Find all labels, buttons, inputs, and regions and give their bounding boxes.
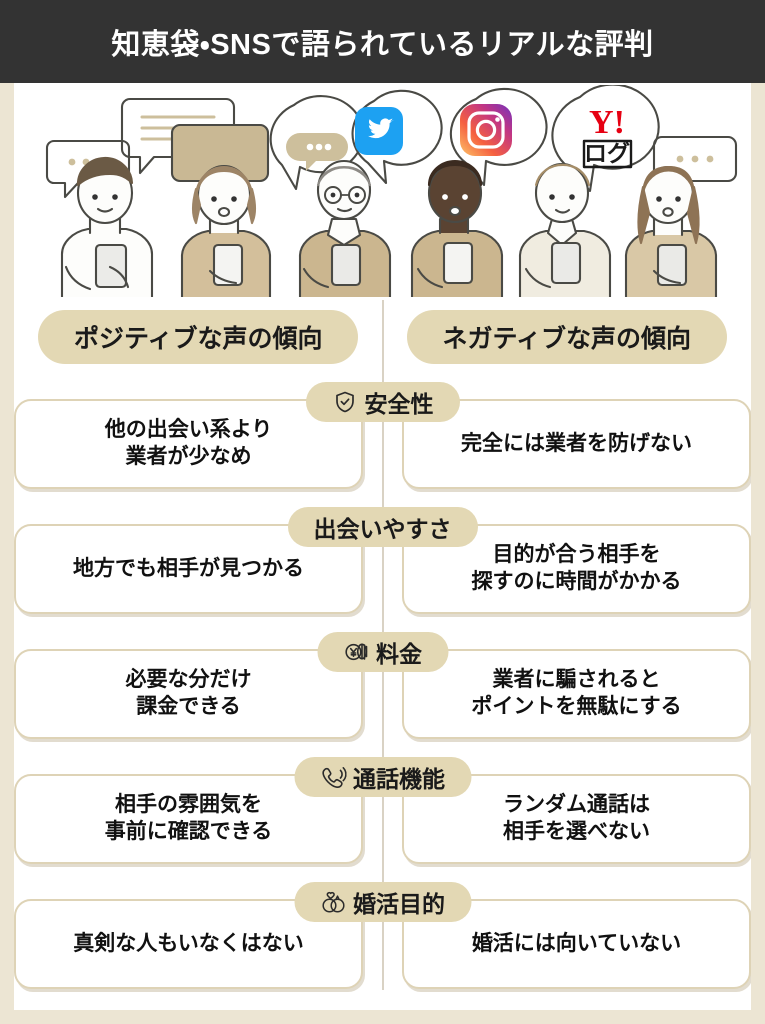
negative-card-text: 業者に騙されると ポイントを無駄にする [471, 668, 682, 718]
positive-column-label: ポジティブな声の傾向 [73, 325, 323, 353]
section-cards: 必要な分だけ 課金できる 業者に騙されると ポイントを無駄にする [14, 649, 751, 739]
frame-bottom [0, 1010, 765, 1024]
phone-call-icon [320, 764, 346, 790]
negative-card-text: ランダム通話は 相手を選べない [503, 793, 650, 843]
frame-right [751, 83, 765, 1024]
person-3 [298, 159, 392, 297]
section-call-feature: 通話機能 相手の雰囲気を 事前に確認できる ランダム通話は 相手を選べない [14, 757, 751, 882]
yahoo-bubble [551, 85, 660, 193]
person-4 [410, 159, 504, 297]
wedding-rings-icon [320, 889, 346, 915]
category-pill-call-feature: 通話機能 [294, 757, 471, 797]
twitter-icon [355, 107, 403, 155]
negative-column-label: ネガティブな声の傾向 [442, 325, 691, 353]
category-label: 出会いやすさ [313, 516, 452, 542]
section-ease-of-meeting: 出会いやすさ 地方でも相手が見つかる 目的が合う相手を 探すのに時間がかかる [14, 507, 751, 632]
yahoo-log-icon: Y! ログ [582, 104, 633, 169]
negative-card: 完全には業者を防げない [402, 399, 751, 489]
hero-illustration: Y! ログ [14, 85, 751, 297]
svg-text:ログ: ログ [584, 140, 630, 166]
person-2 [180, 164, 272, 297]
negative-card-text: 完全には業者を防げない [461, 431, 692, 455]
column-headers: ポジティブな声の傾向 ネガティブな声の傾向 [14, 306, 751, 368]
positive-card-text: 相手の雰囲気を 事前に確認できる [104, 793, 273, 843]
page-title: 知恵袋・SNSで語られているリアルな評判 [111, 28, 654, 61]
category-label: 婚活目的 [353, 891, 445, 917]
positive-pill: ポジティブな声の傾向 [38, 310, 359, 364]
person-5 [518, 162, 612, 297]
positive-card-text: 他の出会い系より 業者が少なめ [104, 418, 273, 468]
section-safety: 安全性 他の出会い系より 業者が少なめ 完全には業者を防げない [14, 382, 751, 507]
shield-check-icon [332, 389, 358, 415]
positive-card: 真剣な人もいなくはない [14, 899, 363, 989]
negative-card: 目的が合う相手を 探すのに時間がかかる [402, 524, 751, 614]
positive-column-header: ポジティブな声の傾向 [14, 306, 383, 368]
negative-pill: ネガティブな声の傾向 [406, 310, 727, 364]
positive-card: 必要な分だけ 課金できる [14, 649, 363, 739]
category-label: 通話機能 [353, 766, 445, 792]
category-pill-safety: 安全性 [305, 382, 460, 422]
frame-left [0, 83, 14, 1024]
instagram-bubble [449, 87, 548, 187]
section-cards: 他の出会い系より 業者が少なめ 完全には業者を防げない [14, 399, 751, 489]
negative-card: 婚活には向いていない [402, 899, 751, 989]
yen-coins-icon [343, 639, 369, 665]
section-marriage-purpose: 婚活目的 真剣な人もいなくはない 婚活には向いていない [14, 882, 751, 1010]
positive-card-text: 真剣な人もいなくはない [73, 931, 304, 955]
positive-card-text: 必要な分だけ 課金できる [125, 668, 252, 718]
title-bar: 知恵袋・SNSで語られているリアルな評判 [0, 0, 765, 83]
person-6 [624, 165, 718, 297]
negative-card: 業者に騙されると ポイントを無駄にする [402, 649, 751, 739]
svg-text:Y!: Y! [589, 104, 625, 141]
negative-column-header: ネガティブな声の傾向 [383, 306, 752, 368]
comparison-sections: 安全性 他の出会い系より 業者が少なめ 完全には業者を防げない 出会いやすさ 地… [14, 382, 751, 1010]
twitter-bubble [351, 89, 443, 185]
person-1 [60, 156, 154, 297]
positive-card-text: 地方でも相手が見つかる [73, 556, 304, 580]
category-label: 料金 [376, 641, 422, 667]
section-cards: 真剣な人もいなくはない 婚活には向いていない [14, 899, 751, 989]
category-pill-marriage-purpose: 婚活目的 [294, 882, 471, 922]
category-pill-ease-of-meeting: 出会いやすさ [287, 507, 478, 547]
positive-card: 他の出会い系より 業者が少なめ [14, 399, 363, 489]
category-label: 安全性 [364, 391, 434, 417]
category-pill-price: 料金 [317, 632, 448, 672]
section-price: 料金 必要な分だけ 課金できる 業者に騙されると ポイントを無駄にする [14, 632, 751, 757]
negative-card-text: 婚活には向いていない [471, 931, 682, 955]
instagram-icon [460, 104, 512, 156]
negative-card-text: 目的が合う相手を 探すのに時間がかかる [471, 543, 682, 593]
